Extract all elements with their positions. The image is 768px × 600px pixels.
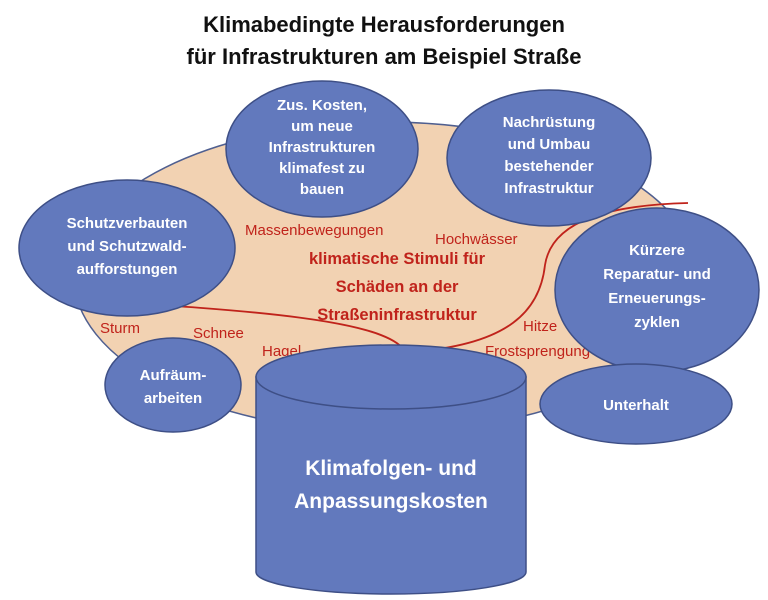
bubble-text: um neue xyxy=(291,118,353,135)
center-line-2: Schäden an der xyxy=(336,278,459,296)
bubble-text: Kürzere xyxy=(629,242,685,259)
bubble-text: bestehender xyxy=(504,158,593,175)
stimulus-massenbewegungen: Massenbewegungen xyxy=(245,222,383,239)
bubble-text: Nachrüstung xyxy=(503,114,596,131)
bubble-text: arbeiten xyxy=(144,390,202,407)
title-line-2: für Infrastrukturen am Beispiel Straße xyxy=(187,44,582,69)
bubble-text: Infrastrukturen xyxy=(269,139,376,156)
bubble-text: bauen xyxy=(300,181,344,198)
bubble-schutzverbauten: Schutzverbauten und Schutzwald- aufforst… xyxy=(18,179,236,317)
bubble-kuerzere-zyklen: Kürzere Reparatur- und Erneuerungs- zykl… xyxy=(554,207,760,373)
bubble-text: und Umbau xyxy=(508,136,591,153)
divider-line-right xyxy=(409,202,689,353)
bubble-text: Schutzverbauten xyxy=(67,215,188,232)
center-label: klimatische Stimuli für Schäden an der S… xyxy=(309,250,486,324)
bubble-text: aufforstungen xyxy=(77,261,178,278)
bubble-aufraeumarbeiten: Aufräum- arbeiten xyxy=(104,337,242,433)
stimulus-sturm: Sturm xyxy=(100,320,140,337)
bubble-unterhalt: Unterhalt xyxy=(539,363,733,445)
cylinder-line-1: Klimafolgen- und xyxy=(305,457,477,480)
bubble-text: und Schutzwald- xyxy=(67,238,186,255)
stimulus-hitze: Hitze xyxy=(523,318,557,335)
title-line-1: Klimabedingte Herausforderungen xyxy=(203,12,565,37)
bubble-text: Aufräum- xyxy=(140,367,207,384)
stimulus-schnee: Schnee xyxy=(193,325,244,342)
center-line-3: Straßeninfrastruktur xyxy=(317,306,477,324)
cylinder-line-2: Anpassungskosten xyxy=(294,490,488,513)
bubble-text: klimafest zu xyxy=(279,160,365,177)
bubble-zus-kosten: Zus. Kosten, um neue Infrastrukturen kli… xyxy=(225,80,419,218)
bubble-text: Erneuerungs- xyxy=(608,290,706,307)
bubble-text: Reparatur- und xyxy=(603,266,711,283)
bubble-nachruestung: Nachrüstung und Umbau bestehender Infras… xyxy=(446,89,652,227)
bubble-text: Infrastruktur xyxy=(504,180,593,197)
center-line-1: klimatische Stimuli für xyxy=(309,250,486,268)
bubble-text: Zus. Kosten, xyxy=(277,97,367,114)
stimulus-hochwaesser: Hochwässer xyxy=(435,231,518,248)
bubble-text: zyklen xyxy=(634,314,680,331)
cost-cylinder: Klimafolgen- und Anpassungskosten xyxy=(255,344,527,595)
stimulus-frostsprengung: Frostsprengung xyxy=(485,343,590,360)
bubble-text: Unterhalt xyxy=(603,397,669,414)
